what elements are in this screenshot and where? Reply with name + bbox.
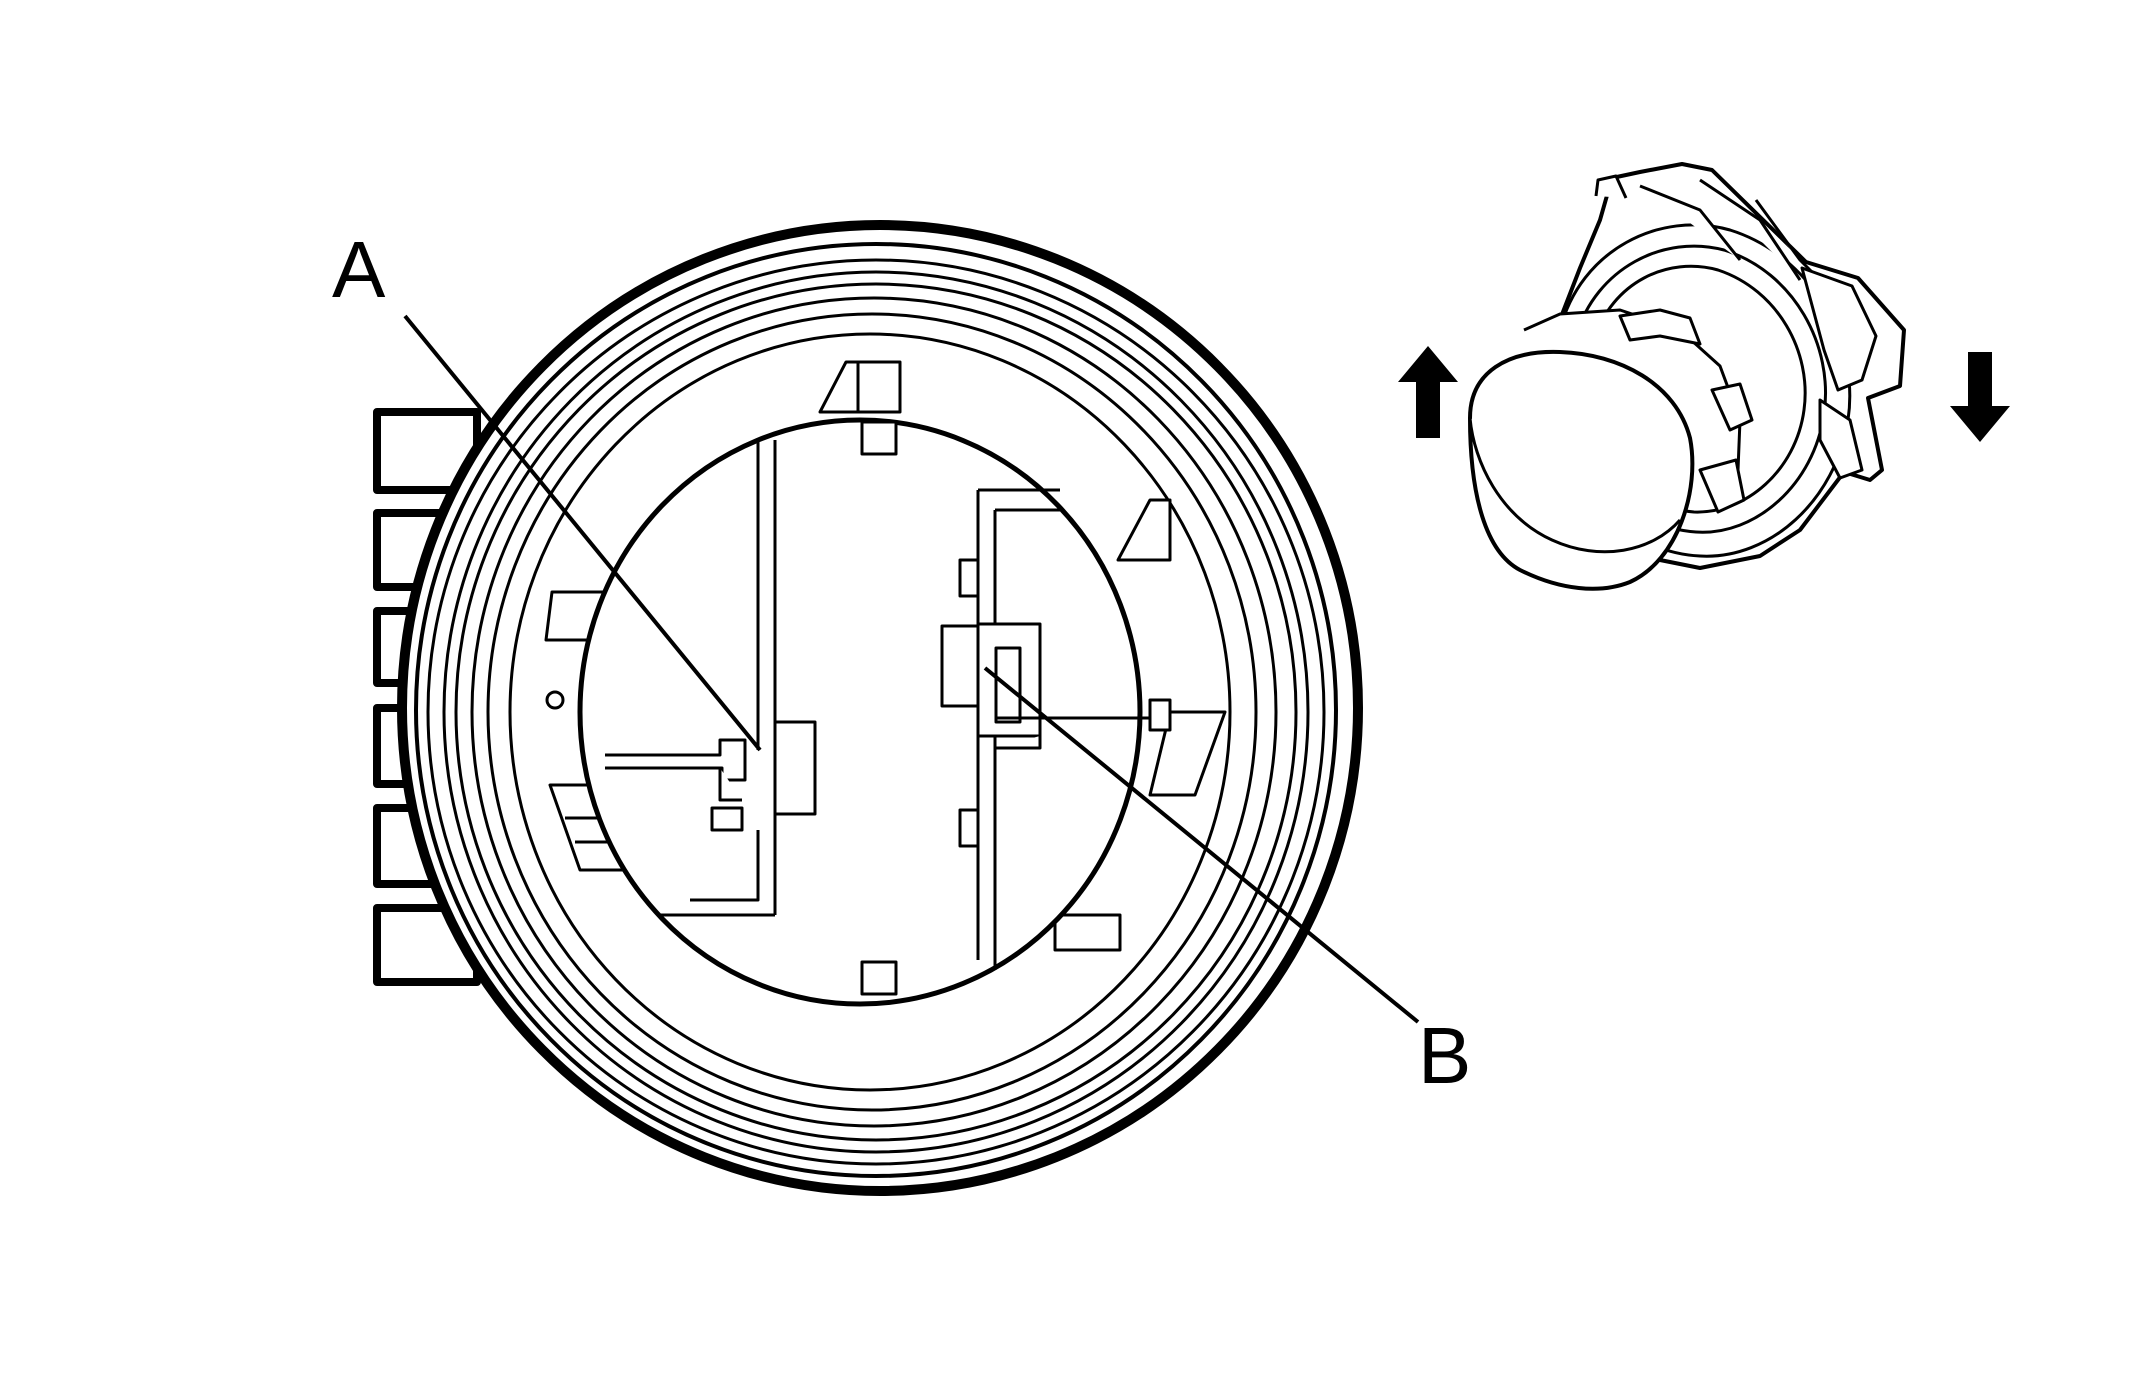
- bottom-key: [860, 960, 898, 996]
- leader-line-b: [983, 666, 1420, 1024]
- top-key: [860, 420, 898, 456]
- right-terminal: [940, 488, 1172, 970]
- leader-lines: [403, 314, 1420, 1024]
- callout-label-a: A: [332, 225, 386, 314]
- arrow-up-icon: [1398, 346, 1458, 438]
- connector-face-view: [373, 220, 1420, 1196]
- locator-dot: [545, 690, 565, 710]
- callout-label-b: B: [1418, 1011, 1472, 1100]
- leader-line-a: [403, 314, 762, 752]
- connector-plug-view: [1468, 162, 1906, 591]
- left-terminal: [605, 440, 817, 917]
- inner-cavity: [577, 417, 1143, 1007]
- arrow-down-icon: [1950, 352, 2010, 442]
